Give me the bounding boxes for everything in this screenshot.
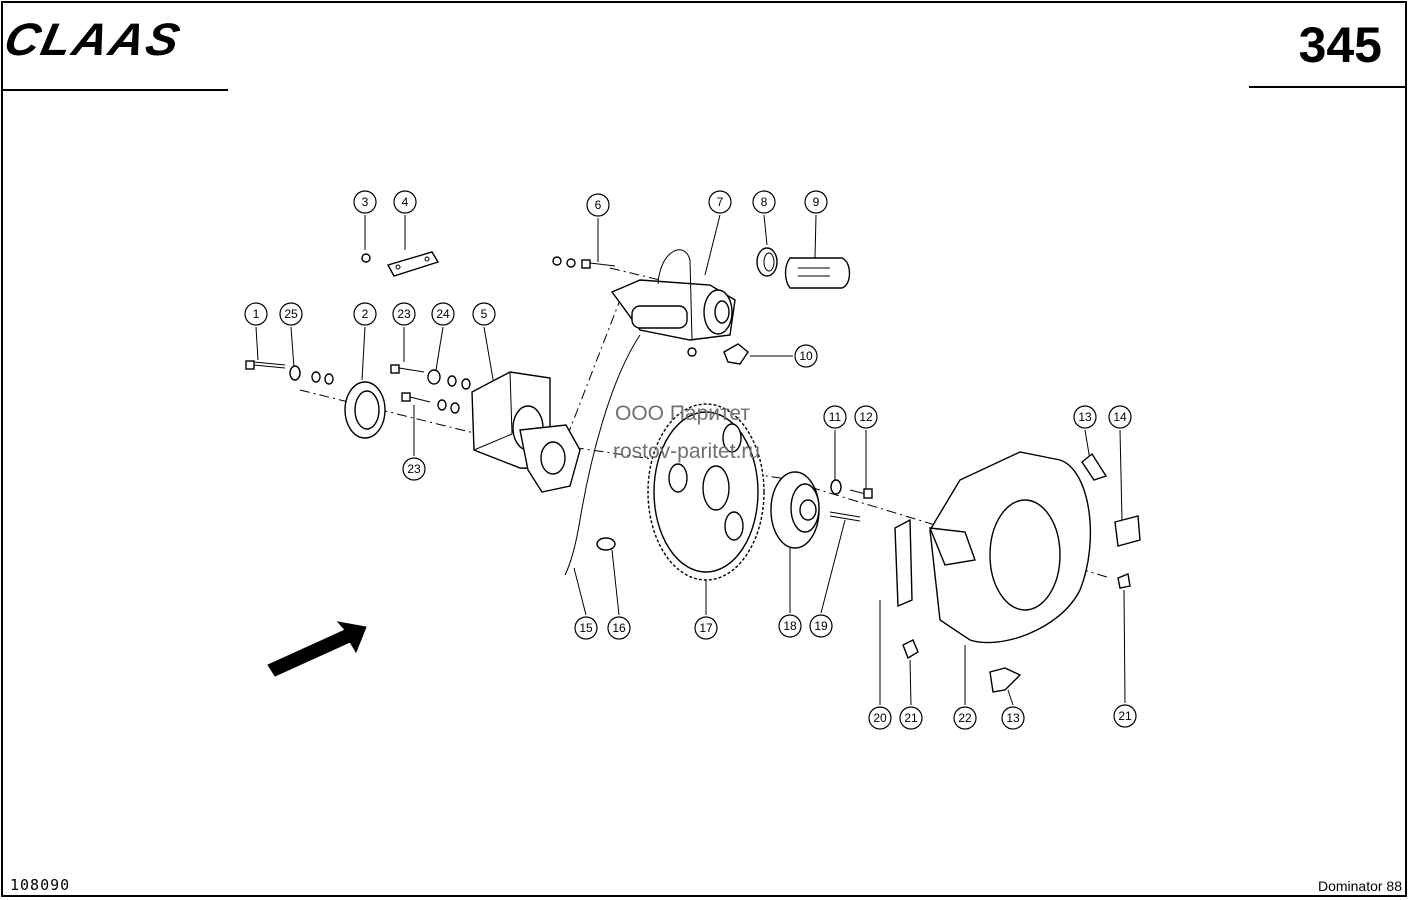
drawing-number: 108090 bbox=[10, 876, 71, 894]
cover-part-22 bbox=[928, 451, 1092, 644]
housing-part-5 bbox=[471, 371, 581, 493]
starter-motor-part-7 bbox=[610, 249, 736, 357]
callout-5: 5 bbox=[472, 302, 496, 326]
clip-part-10 bbox=[723, 343, 749, 365]
leader-lines bbox=[255, 214, 1126, 706]
callout-label-9: 9 bbox=[813, 195, 820, 209]
callout-label-5: 5 bbox=[481, 307, 488, 321]
callout-15: 15 bbox=[574, 616, 598, 640]
watermark-url: rostov-paritet.ru bbox=[613, 440, 761, 463]
callout-18: 18 bbox=[778, 614, 802, 638]
boot-part-9 bbox=[784, 257, 851, 289]
callout-label-23-bottom: 23 bbox=[407, 462, 421, 476]
callout-23-bottom: 23 bbox=[402, 457, 426, 481]
callout-11: 11 bbox=[823, 405, 847, 429]
washers-part-25 bbox=[289, 365, 334, 385]
callout-21-right: 21 bbox=[1113, 704, 1137, 728]
callout-14: 14 bbox=[1108, 405, 1132, 429]
callout-7: 7 bbox=[708, 190, 732, 214]
callout-label-13-top: 13 bbox=[1078, 410, 1092, 424]
callout-label-24: 24 bbox=[436, 307, 450, 321]
washer-part-11 bbox=[830, 479, 842, 495]
callout-label-22: 22 bbox=[958, 711, 972, 725]
callout-4: 4 bbox=[393, 190, 417, 214]
washers-part-24 bbox=[427, 369, 471, 414]
callout-label-25: 25 bbox=[284, 307, 298, 321]
callout-3: 3 bbox=[353, 190, 377, 214]
callout-2: 2 bbox=[353, 302, 377, 326]
callout-label-21-right: 21 bbox=[1118, 709, 1132, 723]
cable-part-15 bbox=[564, 334, 641, 576]
callout-13-bottom: 13 bbox=[1001, 706, 1025, 730]
flange-part-18 bbox=[770, 471, 820, 549]
callout-21-left: 21 bbox=[899, 706, 923, 730]
ring-gear-part-17 bbox=[647, 403, 765, 581]
callout-label-8: 8 bbox=[761, 195, 768, 209]
clamp-part-8 bbox=[756, 247, 778, 277]
clip-part-16 bbox=[596, 537, 616, 551]
model-name: Dominator 88 bbox=[1317, 878, 1402, 894]
callout-label-2: 2 bbox=[362, 307, 369, 321]
callout-label-15: 15 bbox=[579, 621, 593, 635]
callout-label-17: 17 bbox=[699, 621, 713, 635]
callout-label-3: 3 bbox=[362, 195, 369, 209]
callout-label-4: 4 bbox=[402, 195, 409, 209]
bolt-part-6 bbox=[552, 256, 616, 269]
bracket-part-20 bbox=[894, 518, 913, 608]
callout-23-top: 23 bbox=[392, 302, 416, 326]
callout-label-7: 7 bbox=[717, 195, 724, 209]
callout-13-top: 13 bbox=[1073, 405, 1097, 429]
seal-part-2 bbox=[344, 381, 386, 439]
header-rule-right bbox=[1249, 86, 1407, 88]
bolt-part-12 bbox=[849, 488, 873, 499]
callout-label-12: 12 bbox=[859, 410, 873, 424]
callout-12: 12 bbox=[854, 405, 878, 429]
callout-label-16: 16 bbox=[612, 621, 626, 635]
callout-label-10: 10 bbox=[799, 349, 813, 363]
callout-label-11: 11 bbox=[829, 410, 842, 424]
callout-10: 10 bbox=[794, 344, 818, 368]
callout-16: 16 bbox=[607, 616, 631, 640]
bolt-part-1 bbox=[245, 360, 286, 370]
bolt-part-19 bbox=[829, 511, 861, 522]
callout-8: 8 bbox=[752, 190, 776, 214]
callout-6: 6 bbox=[586, 193, 610, 217]
callout-20: 20 bbox=[868, 706, 892, 730]
callout-19: 19 bbox=[809, 614, 833, 638]
callout-1: 1 bbox=[244, 302, 268, 326]
plate-part-4 bbox=[386, 251, 440, 277]
bolts-part-23 bbox=[390, 364, 431, 403]
callout-label-21-left: 21 bbox=[904, 711, 918, 725]
callout-label-1: 1 bbox=[253, 307, 260, 321]
callout-label-6: 6 bbox=[595, 198, 602, 212]
callout-label-20: 20 bbox=[873, 711, 887, 725]
bracket-part-13 bbox=[989, 452, 1108, 693]
callout-17: 17 bbox=[694, 616, 718, 640]
callout-9: 9 bbox=[804, 190, 828, 214]
page-number: 345 bbox=[1298, 17, 1382, 73]
direction-arrow bbox=[267, 621, 367, 677]
header-rule-left bbox=[2, 89, 228, 91]
callout-label-13-bottom: 13 bbox=[1006, 711, 1020, 725]
callout-label-18: 18 bbox=[783, 619, 797, 633]
plate-part-14 bbox=[1114, 515, 1141, 547]
callout-24: 24 bbox=[431, 302, 455, 326]
callout-25: 25 bbox=[279, 302, 303, 326]
watermark-company: ООО Паритет bbox=[615, 402, 751, 425]
callout-label-23-top: 23 bbox=[397, 307, 411, 321]
clip-part-21 bbox=[902, 573, 1131, 660]
callout-22: 22 bbox=[953, 706, 977, 730]
callout-label-14: 14 bbox=[1113, 410, 1127, 424]
callout-label-19: 19 bbox=[814, 619, 828, 633]
nut-part-3 bbox=[361, 253, 371, 263]
